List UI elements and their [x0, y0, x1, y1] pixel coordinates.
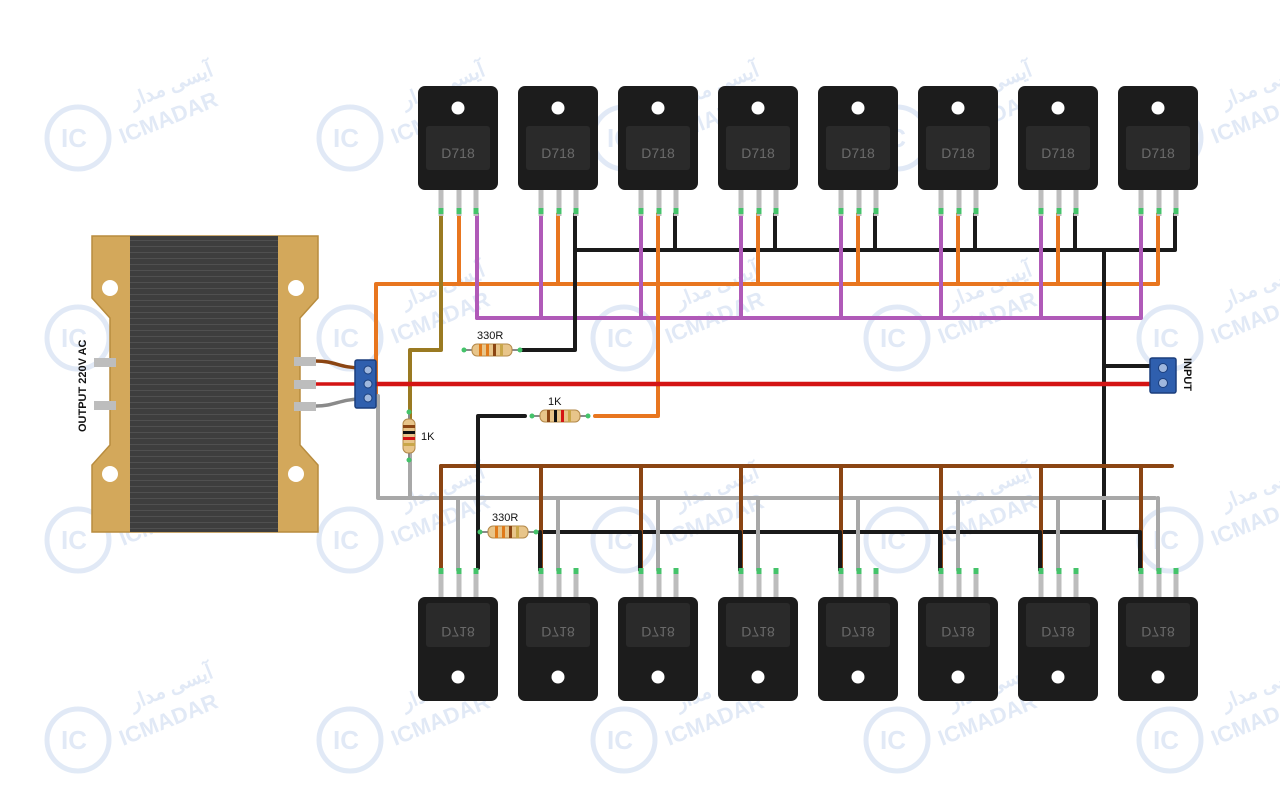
wire-gray-bus — [376, 394, 1157, 500]
svg-text:IC: IC — [61, 725, 87, 755]
transistor-label: D718 — [841, 624, 875, 640]
wire-black-330r-top — [518, 248, 577, 352]
transistor-d718: D718 — [1018, 86, 1098, 216]
mount-hole — [288, 280, 304, 296]
svg-text:IC: IC — [333, 725, 359, 755]
transistor-label: D718 — [941, 624, 975, 640]
mount-hole — [288, 466, 304, 482]
svg-text:IC: IC — [333, 323, 359, 353]
transistor-d718: D718 — [418, 568, 498, 701]
transistor-label: D718 — [441, 624, 475, 640]
svg-text:IC: IC — [607, 323, 633, 353]
wire-black-1k-mid — [476, 414, 527, 570]
svg-text:IC: IC — [61, 123, 87, 153]
transistor-label: D718 — [741, 145, 775, 161]
svg-text:IC: IC — [880, 525, 906, 555]
transformer-pin — [294, 402, 316, 411]
wire-layer — [369, 212, 1177, 572]
resistor-label: 330R — [492, 512, 518, 524]
transistor-label: D718 — [1141, 145, 1175, 161]
svg-text:IC: IC — [607, 525, 633, 555]
transistor-label: D718 — [741, 624, 775, 640]
svg-text:IC: IC — [333, 525, 359, 555]
svg-text:IC: IC — [61, 323, 87, 353]
transformer-pin — [94, 401, 116, 410]
svg-text:IC: IC — [607, 725, 633, 755]
transistor-d718: D718 — [918, 86, 998, 216]
transistor-label: D718 — [1141, 624, 1175, 640]
resistor: 1K — [402, 409, 435, 463]
output-terminal-block — [354, 359, 377, 409]
transistor-d718: D718 — [518, 568, 598, 701]
transistor-d718: D718 — [718, 86, 798, 216]
transistor-d718: D718 — [818, 86, 898, 216]
transistor-label: D718 — [541, 145, 575, 161]
transistor-d718: D718 — [518, 86, 598, 216]
transistor-d718: D718 — [1118, 86, 1198, 216]
transistor-d718: D718 — [1018, 568, 1098, 701]
svg-text:IC: IC — [61, 525, 87, 555]
transistor-label: D718 — [841, 145, 875, 161]
transistor-label: D718 — [541, 624, 575, 640]
transformer-pin — [294, 357, 316, 366]
mount-hole — [102, 466, 118, 482]
transistor-label: D718 — [1041, 624, 1075, 640]
transistor-label: D718 — [641, 624, 675, 640]
resistor: 330R — [477, 512, 539, 539]
svg-text:IC: IC — [1153, 725, 1179, 755]
wire-orange-1k-mid — [593, 212, 660, 418]
transformer-pin — [294, 380, 316, 389]
svg-text:IC: IC — [1153, 323, 1179, 353]
resistor-label: 1K — [548, 396, 562, 408]
transistor-label: D718 — [1041, 145, 1075, 161]
svg-text:IC: IC — [880, 725, 906, 755]
output-label: OUTPUT 220V AC — [77, 339, 89, 432]
resistor-layer: 330R 1K 1K 330R — [402, 330, 591, 539]
svg-text:IC: IC — [880, 323, 906, 353]
transistor-label: D718 — [941, 145, 975, 161]
mount-hole — [102, 280, 118, 296]
transistor-d718: D718 — [718, 568, 798, 701]
transistor-d718: D718 — [818, 568, 898, 701]
input-label: INPUT — [1181, 358, 1193, 391]
transistor-d718: D718 — [618, 86, 698, 216]
resistor: 330R — [461, 330, 523, 357]
transistor-d718: D718 — [1118, 568, 1198, 701]
resistor: 1K — [529, 396, 591, 423]
transformer-core — [130, 236, 278, 532]
transistor-d718: D718 — [918, 568, 998, 701]
transistor-d718: D718 — [418, 86, 498, 216]
transistor-d718: D718 — [618, 568, 698, 701]
transformer: OUTPUT 220V AC — [77, 235, 319, 533]
transformer-pin — [94, 358, 116, 367]
resistor-label: 1K — [421, 431, 435, 443]
resistor-label: 330R — [477, 330, 503, 342]
svg-text:IC: IC — [333, 123, 359, 153]
input-terminal-block: INPUT — [1149, 357, 1193, 394]
transistor-label: D718 — [641, 145, 675, 161]
wire-orange-bus — [374, 282, 1159, 398]
transistor-label: D718 — [441, 145, 475, 161]
